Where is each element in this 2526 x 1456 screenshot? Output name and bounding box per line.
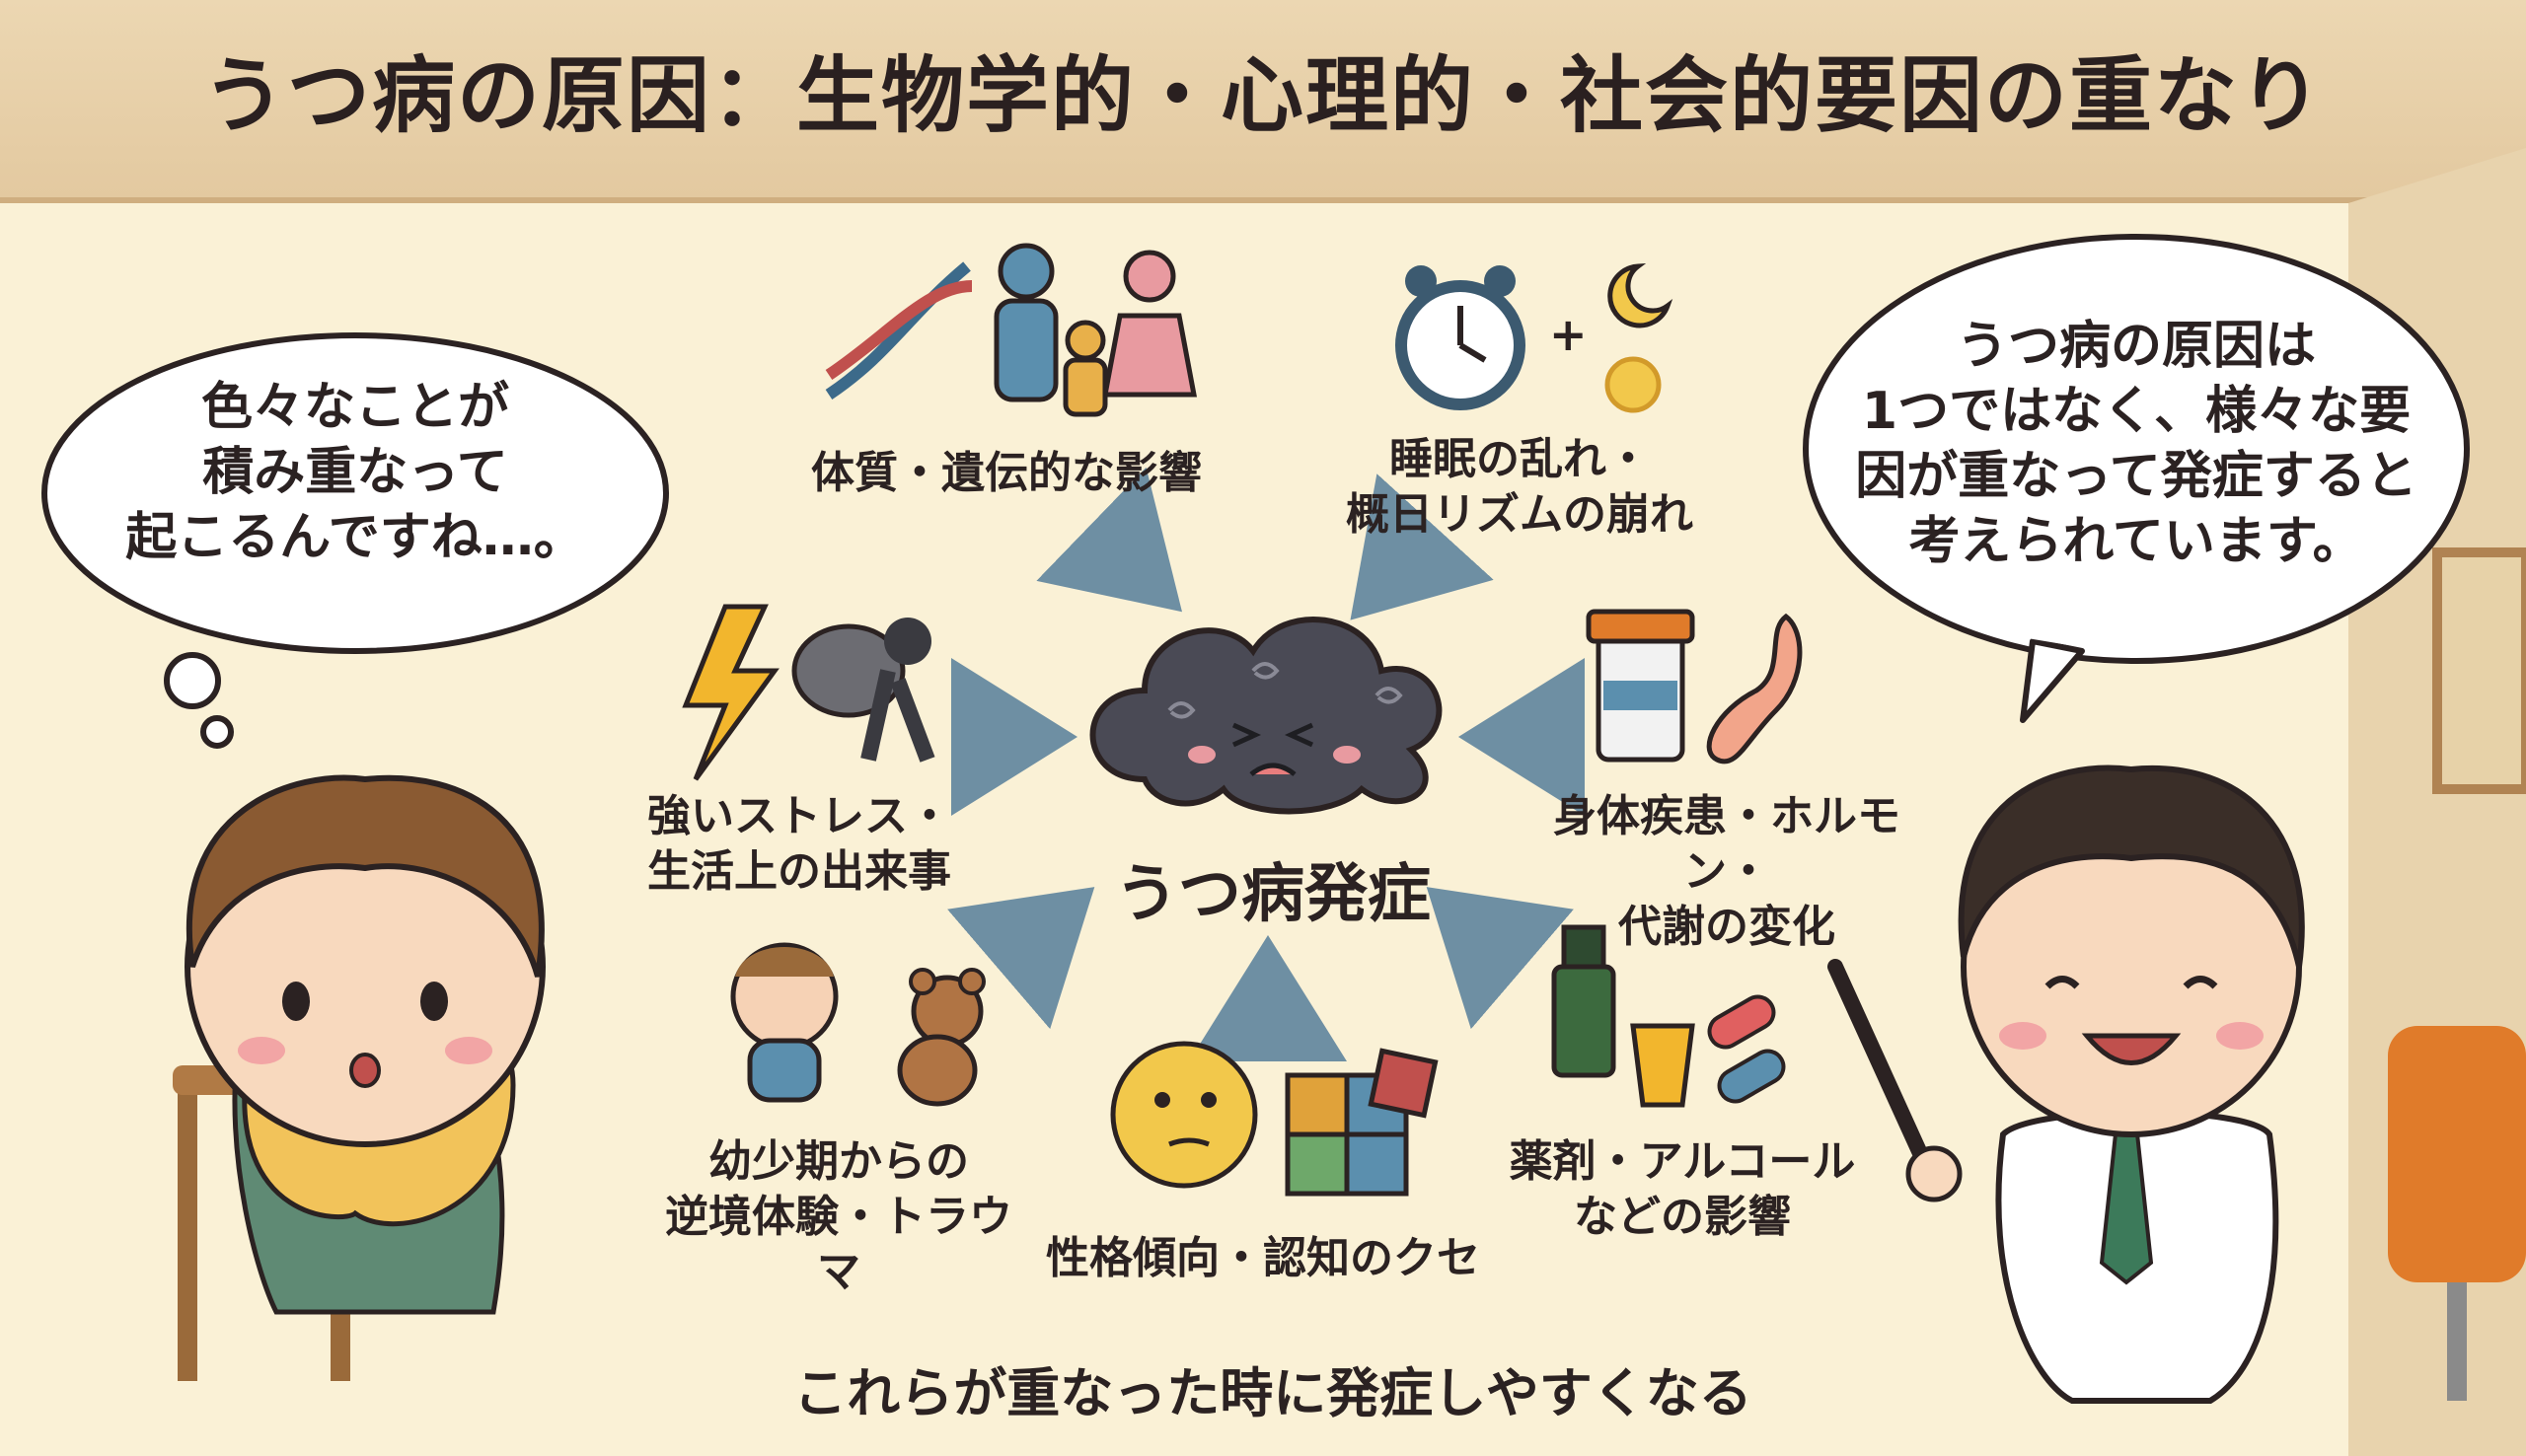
title-bar [0,0,2526,203]
crying-child-teddy-icon [730,942,986,1107]
doctor-line-1: うつ病の原因は [1956,317,2316,376]
arrow-genetic [1036,467,1183,613]
doctor-line-2: 1つではなく、様々な要 [1861,382,2412,441]
arrow-substance [1426,887,1574,1030]
clinic-chair [2388,1026,2526,1401]
clock-moon-sun-icon: + [1395,263,1673,413]
doctor-speech-bubble [1803,234,2470,723]
patient-speech-bubble [41,332,669,749]
page-title: うつ病の原因：生物学的・心理的・社会的要因の重なり [201,47,2324,144]
doctor-line-4: 考えられています。 [1908,512,2364,571]
patient-line-1: 色々なことが [200,378,509,437]
patient-line-3: 起こるんですね…。 [125,508,585,567]
factor-personality-label: 性格傾向・認知のクセ [1046,1233,1480,1283]
factor-substance-label: 薬剤・アルコール などの影響 [1509,1136,1856,1242]
depression-cloud-icon [1089,617,1443,815]
arrows [947,467,1585,1061]
stress-lightning-icon [682,604,935,781]
factor-sleep-label: 睡眠の乱れ・ 概日リズムの崩れ [1346,434,1693,540]
arrow-childhood [947,887,1095,1030]
alcohol-pills-icon [1551,924,1786,1108]
thinking-face-puzzle-icon [1110,1041,1439,1197]
arrow-sleep [1350,473,1494,620]
doctor-character [1827,764,2305,1404]
dna-family-icon [825,243,1198,417]
factor-physical-label: 身体疾患・ホルモン・ 代謝の変化 [1553,791,1900,952]
factor-stress-label: 強いストレス・ 生活上の出来事 [647,791,951,897]
pointer-stick-icon [1827,959,1942,1192]
medicine-stomach-icon [1586,609,1803,764]
doctor-line-3: 因が重なって発症すると [1855,447,2417,506]
doctor-bubble-text: うつ病の原因は 1つではなく、様々な要 因が重なって発症すると 考えられています… [1835,314,2437,574]
bottom-caption: これらが重なった時に発症しやすくなる [793,1362,1752,1424]
center-label: うつ病発症 [1115,858,1431,931]
factor-genetic-label: 体質・遺伝的な影響 [811,448,1202,498]
svg-text:+: + [1549,308,1588,361]
factor-childhood-label: 幼少期からの 逆境体験・トラウマ [665,1136,1012,1297]
patient-bubble-text: 色々なことが 積み重なって 起こるんですね…。 [94,375,617,570]
patient-line-2: 積み重なって [202,443,508,502]
patient-character [173,774,546,1381]
